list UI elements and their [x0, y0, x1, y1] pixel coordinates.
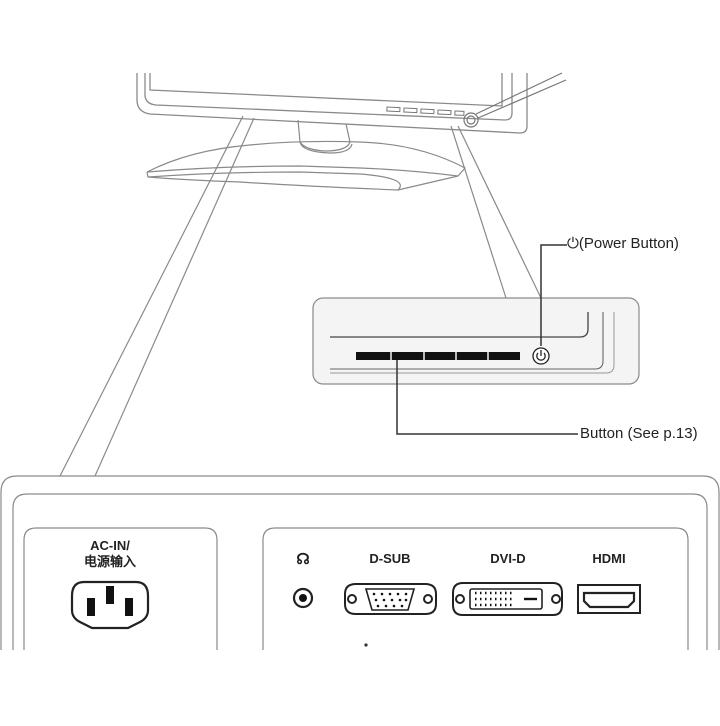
button-label: Button (See p.13)	[580, 425, 698, 442]
dvid-connector	[452, 582, 563, 616]
ac-in-label: AC-IN/ 电源输入	[60, 538, 160, 570]
ac-inlet	[70, 580, 150, 630]
power-button-label: ⏻(Power Button)	[567, 235, 679, 252]
headphone-icon: ☊	[296, 551, 310, 568]
button-zoom-box	[312, 297, 640, 385]
monitor-stand	[146, 119, 466, 191]
ac-in-label-line1: AC-IN/	[90, 538, 130, 553]
dvid-label: DVI-D	[490, 551, 526, 566]
ac-in-label-line2: 电源输入	[83, 554, 136, 569]
dsub-connector	[344, 583, 437, 615]
signal-block	[262, 527, 689, 650]
hdmi-connector	[577, 584, 641, 614]
dsub-label: D-SUB	[369, 551, 411, 566]
hdmi-label: HDMI	[592, 551, 626, 566]
label-leader-lines	[396, 244, 578, 435]
zoom-power-button	[532, 347, 550, 365]
zoom-callout-lines	[450, 125, 542, 299]
bezel-control-buttons	[386, 106, 465, 116]
control-button-strip	[356, 352, 520, 360]
bezel-power-button	[463, 72, 567, 128]
panel-dot	[364, 643, 368, 647]
power-icon: ⏻	[567, 235, 579, 252]
rear-connector-panel	[0, 475, 720, 650]
power-button-text: (Power Button)	[578, 235, 679, 252]
panel-callout-lines	[59, 115, 255, 477]
headphone-jack	[292, 587, 314, 609]
ac-in-block	[23, 527, 218, 650]
monitor-bezel	[136, 73, 528, 134]
